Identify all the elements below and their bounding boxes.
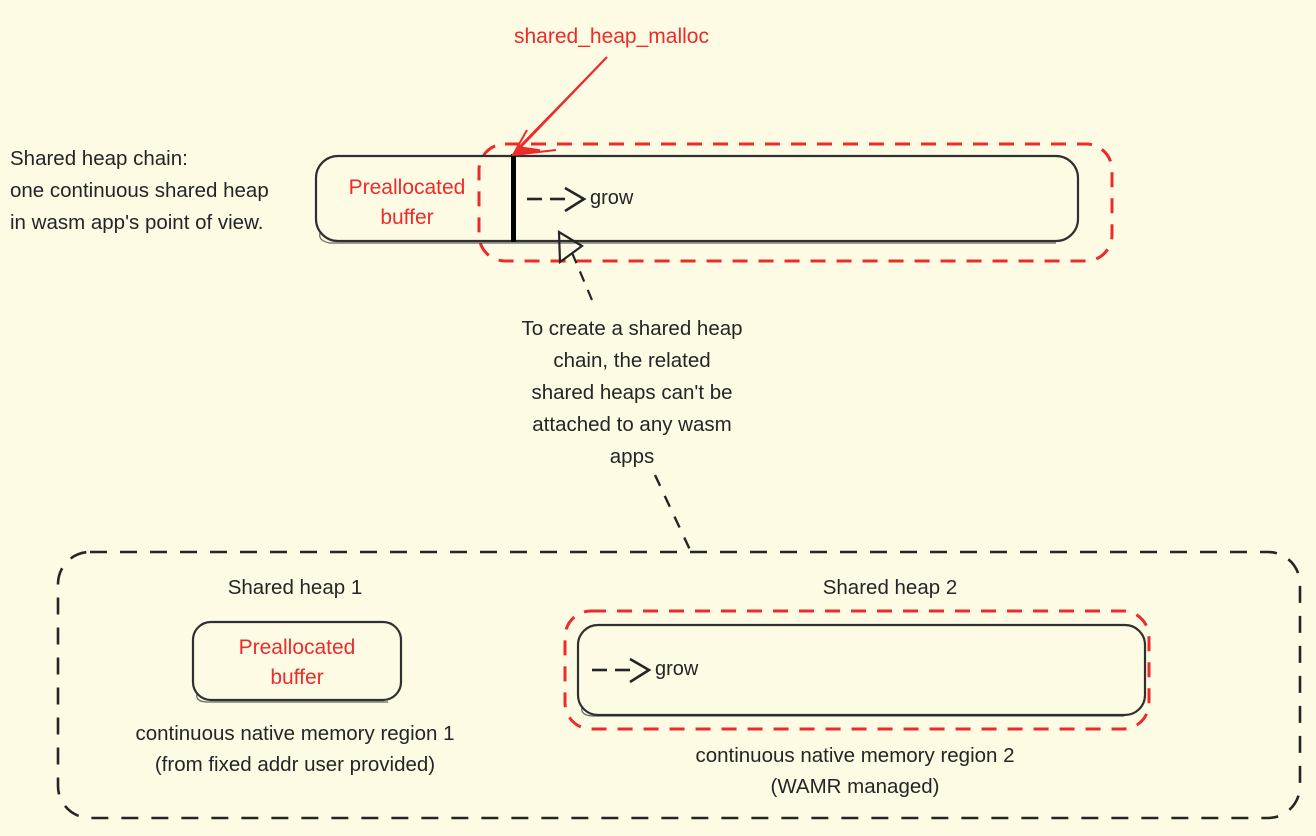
- heap1-region-caption: continuous native memory region 1 (from …: [135, 722, 455, 776]
- shared-heap-chain-caption: Shared heap chain: one continuous shared…: [10, 147, 269, 234]
- chain-note-to-region-line: [653, 474, 693, 553]
- shared-heap-malloc-label: shared_heap_malloc: [514, 25, 709, 48]
- shared-heap-chain-note: To create a shared heap chain, the relat…: [521, 317, 743, 468]
- shared-heap-malloc-arrow-icon: [510, 56, 608, 157]
- heap2-red-dashed-region: [563, 609, 1151, 731]
- top-bar-sketch-stroke: [319, 232, 1056, 244]
- shared-heap-2-title: Shared heap 2: [822, 576, 958, 599]
- grow-arrow-top-icon: [527, 186, 587, 213]
- heap2-bar-sketch-stroke: [581, 706, 1124, 717]
- chain-note-pointer-icon: [557, 230, 594, 301]
- top-red-dashed-region: [477, 142, 1114, 263]
- grow-arrow-bottom-icon: [592, 657, 652, 684]
- top-grow-label: grow: [590, 187, 634, 209]
- shared-heap-1-title: Shared heap 1: [227, 576, 363, 599]
- top-preallocated-buffer-label: Preallocated buffer: [348, 176, 466, 229]
- heap1-preallocated-buffer-label: Preallocated buffer: [238, 636, 356, 689]
- heap2-grow-label: grow: [655, 658, 699, 680]
- heap2-region-caption: continuous native memory region 2 (WAMR …: [695, 744, 1015, 798]
- heap1-box-sketch-stroke: [196, 693, 388, 703]
